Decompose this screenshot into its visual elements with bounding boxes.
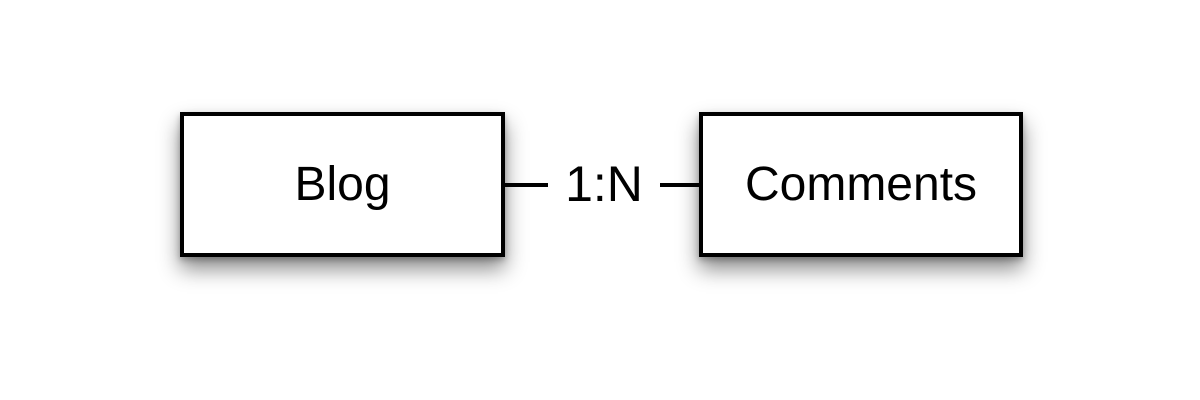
entity-label-comments: Comments <box>744 157 978 211</box>
relationship-line-right <box>660 183 701 187</box>
relationship-label: 1:N <box>565 156 643 212</box>
entity-box-comments: Comments <box>699 112 1023 257</box>
relationship-line-left <box>504 183 548 187</box>
entity-box-blog: Blog <box>180 112 505 257</box>
entity-label-blog: Blog <box>294 157 391 211</box>
